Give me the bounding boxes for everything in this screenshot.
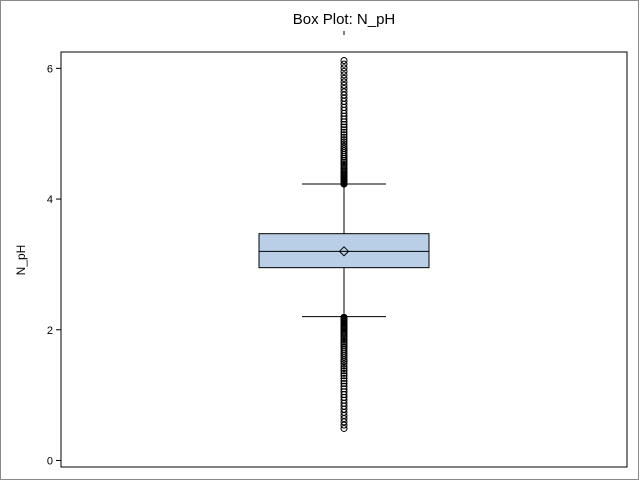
outlier-high-40 [340, 120, 348, 128]
outlier-low-34 [340, 353, 348, 361]
outlier-high-36 [340, 131, 348, 139]
outlier-low-60 [340, 424, 348, 432]
outlier-low-46 [340, 382, 348, 390]
outlier-high-55 [340, 74, 348, 82]
mean-marker [338, 246, 350, 257]
outlier-low-37 [340, 360, 348, 368]
outlier-low-59 [340, 421, 348, 429]
outlier-high-58 [340, 64, 348, 72]
outlier-high-60 [340, 56, 348, 64]
outlier-low-43 [340, 374, 348, 382]
outlier-high-39 [340, 123, 348, 131]
outlier-high-31 [340, 142, 348, 150]
outlier-high-52 [340, 85, 348, 93]
outlier-low-41 [340, 369, 348, 377]
outlier-high-30 [340, 145, 348, 153]
outlier-low-40 [340, 367, 348, 375]
y-axis: 0 2 4 6 [47, 63, 61, 467]
outlier-low-45 [340, 380, 348, 388]
outlier-high-53 [340, 81, 348, 89]
outlier-low-38 [340, 362, 348, 370]
outlier-high-54 [340, 78, 348, 86]
outlier-high-35 [340, 133, 348, 141]
outlier-low-58 [340, 418, 348, 426]
iqr-box [258, 233, 430, 269]
outlier-high-34 [340, 136, 348, 144]
outlier-high-59 [340, 60, 348, 68]
outlier-low-35 [340, 355, 348, 363]
y-tick-label-1: 2 [47, 325, 53, 337]
outlier-high-51 [340, 88, 348, 96]
outlier-high-33 [340, 138, 348, 146]
outlier-low-36 [340, 358, 348, 366]
y-axis-label: N_pH [14, 245, 28, 276]
outlier-low-42 [340, 372, 348, 380]
outlier-high-37 [340, 128, 348, 136]
y-tick-label-3: 6 [47, 63, 53, 75]
outlier-high-56 [340, 71, 348, 79]
box-plot [258, 56, 430, 432]
outlier-high-50 [340, 91, 348, 99]
y-tick-label-2: 4 [47, 194, 53, 206]
outlier-high-32 [340, 140, 348, 148]
outlier-high-38 [340, 126, 348, 134]
outlier-low-44 [340, 377, 348, 385]
outlier-low-39 [340, 365, 348, 373]
y-tick-label-0: 0 [47, 455, 53, 467]
outlier-high-57 [340, 67, 348, 75]
chart-title: Box Plot: N_pH [293, 11, 396, 28]
